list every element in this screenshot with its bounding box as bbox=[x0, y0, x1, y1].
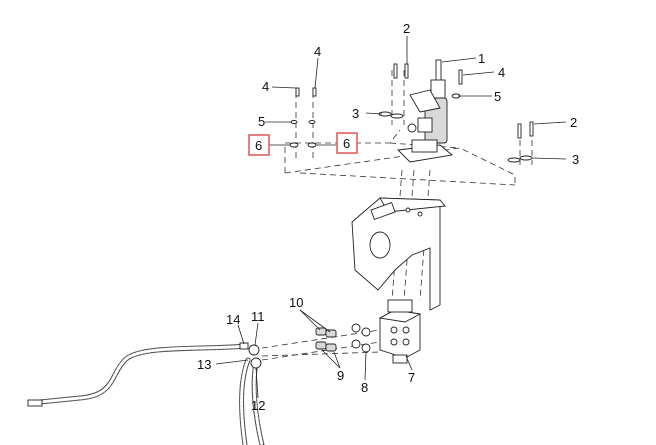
callout-10: 10 bbox=[289, 295, 303, 310]
callout-14: 14 bbox=[226, 312, 240, 327]
callout-7: 7 bbox=[408, 370, 415, 385]
callout-12: 12 bbox=[251, 398, 265, 413]
callout-4-right: 4 bbox=[498, 65, 505, 80]
o-rings bbox=[351, 323, 371, 353]
callout-1: 1 bbox=[478, 51, 485, 66]
callout-3-left: 3 bbox=[352, 106, 359, 121]
callout-5-left: 5 bbox=[258, 114, 265, 129]
callout-8: 8 bbox=[361, 380, 368, 395]
callout-6-left: 6 bbox=[255, 138, 262, 153]
callout-2-right: 2 bbox=[570, 115, 577, 130]
callout-4-left: 4 bbox=[262, 79, 269, 94]
callout-13: 13 bbox=[197, 357, 211, 372]
callout-6-right-highlight bbox=[336, 132, 358, 154]
steering-valve bbox=[378, 299, 422, 364]
callout-6-right: 6 bbox=[343, 136, 350, 151]
callout-6-left-highlight bbox=[248, 134, 270, 156]
mounting-bracket bbox=[351, 197, 446, 311]
steering-column bbox=[397, 59, 454, 163]
leader-lines bbox=[215, 36, 567, 399]
callout-numbers: 1 2 2 3 3 4 4 4 5 5 6 6 7 8 9 10 11 12 1… bbox=[197, 21, 579, 413]
callout-11: 11 bbox=[251, 309, 265, 324]
callout-5-right: 5 bbox=[494, 89, 501, 104]
callout-9: 9 bbox=[337, 368, 344, 383]
fittings bbox=[315, 327, 337, 352]
callout-4-top: 4 bbox=[314, 44, 321, 59]
callout-3-right: 3 bbox=[572, 152, 579, 167]
callout-2-top: 2 bbox=[403, 21, 410, 36]
hoses bbox=[27, 342, 265, 445]
fasteners bbox=[289, 63, 534, 163]
